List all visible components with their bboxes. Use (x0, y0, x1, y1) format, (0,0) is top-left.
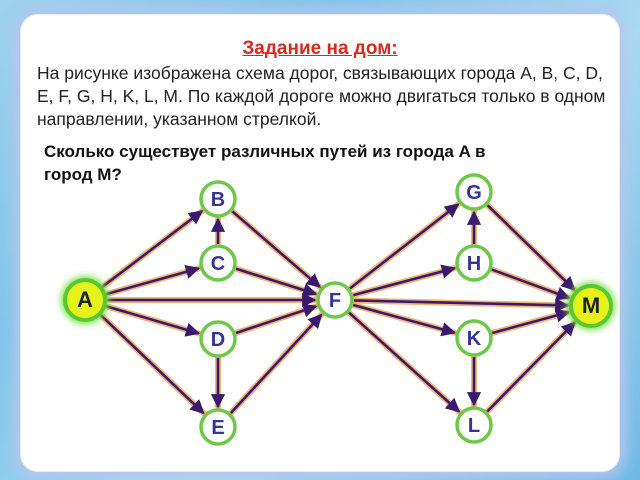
task-question: Сколько существует различных путей из го… (44, 142, 486, 184)
edge-G-M (486, 204, 576, 291)
node-label-M: M (582, 293, 600, 318)
node-circle-K (455, 319, 493, 357)
node-H: H (455, 244, 493, 282)
edge-F-L (348, 311, 461, 413)
node-label-L: L (468, 415, 480, 437)
edge-A-C (105, 264, 201, 296)
node-label-C: C (211, 253, 225, 275)
task-card (20, 14, 620, 472)
node-M: M (567, 282, 615, 330)
node-label-B: B (211, 189, 225, 211)
node-circle-H (455, 244, 493, 282)
edge-F-K (352, 303, 457, 337)
edge-K-M (491, 308, 571, 335)
node-G: G (455, 173, 493, 211)
edge-A-B (101, 210, 204, 288)
nodes: A B C D E F G H K L M (61, 173, 615, 446)
node-A: A (61, 276, 109, 324)
node-label-F: F (329, 290, 341, 312)
node-circle-G (455, 173, 493, 211)
node-circle-M (569, 284, 613, 328)
node-C: C (199, 244, 237, 282)
node-label-A: A (77, 287, 93, 312)
node-E: E (199, 408, 237, 446)
node-circle-E (199, 408, 237, 446)
node-circle-D (199, 320, 237, 358)
edge-A-D (105, 304, 201, 337)
node-F: F (316, 281, 354, 319)
node-circle-B (199, 180, 237, 218)
node-label-G: G (466, 182, 482, 204)
node-L: L (455, 406, 493, 444)
edges (97, 201, 578, 417)
edge-F-G (349, 203, 460, 290)
node-circle-A (63, 278, 107, 322)
node-circle-L (455, 406, 493, 444)
edge-A-E (100, 314, 205, 415)
task-description: На рисунке изображена схема дорог, связы… (37, 63, 606, 129)
edge-D-F (235, 303, 318, 335)
edge-F-M (353, 298, 570, 313)
node-label-E: E (211, 417, 224, 439)
edge-L-M (486, 321, 576, 413)
node-D: D (199, 320, 237, 358)
task-title: Задание на дом: (242, 38, 398, 59)
edge-F-H (353, 264, 457, 297)
edge-C-F (235, 267, 318, 297)
edge-E-F (229, 313, 323, 414)
node-label-H: H (467, 253, 481, 275)
node-B: B (199, 180, 237, 218)
edge-B-F (231, 210, 321, 288)
node-label-K: K (467, 328, 482, 350)
node-label-D: D (211, 329, 225, 351)
node-circle-F (316, 281, 354, 319)
node-circle-C (199, 244, 237, 282)
edge-H-M (491, 268, 571, 301)
node-K: K (455, 319, 493, 357)
